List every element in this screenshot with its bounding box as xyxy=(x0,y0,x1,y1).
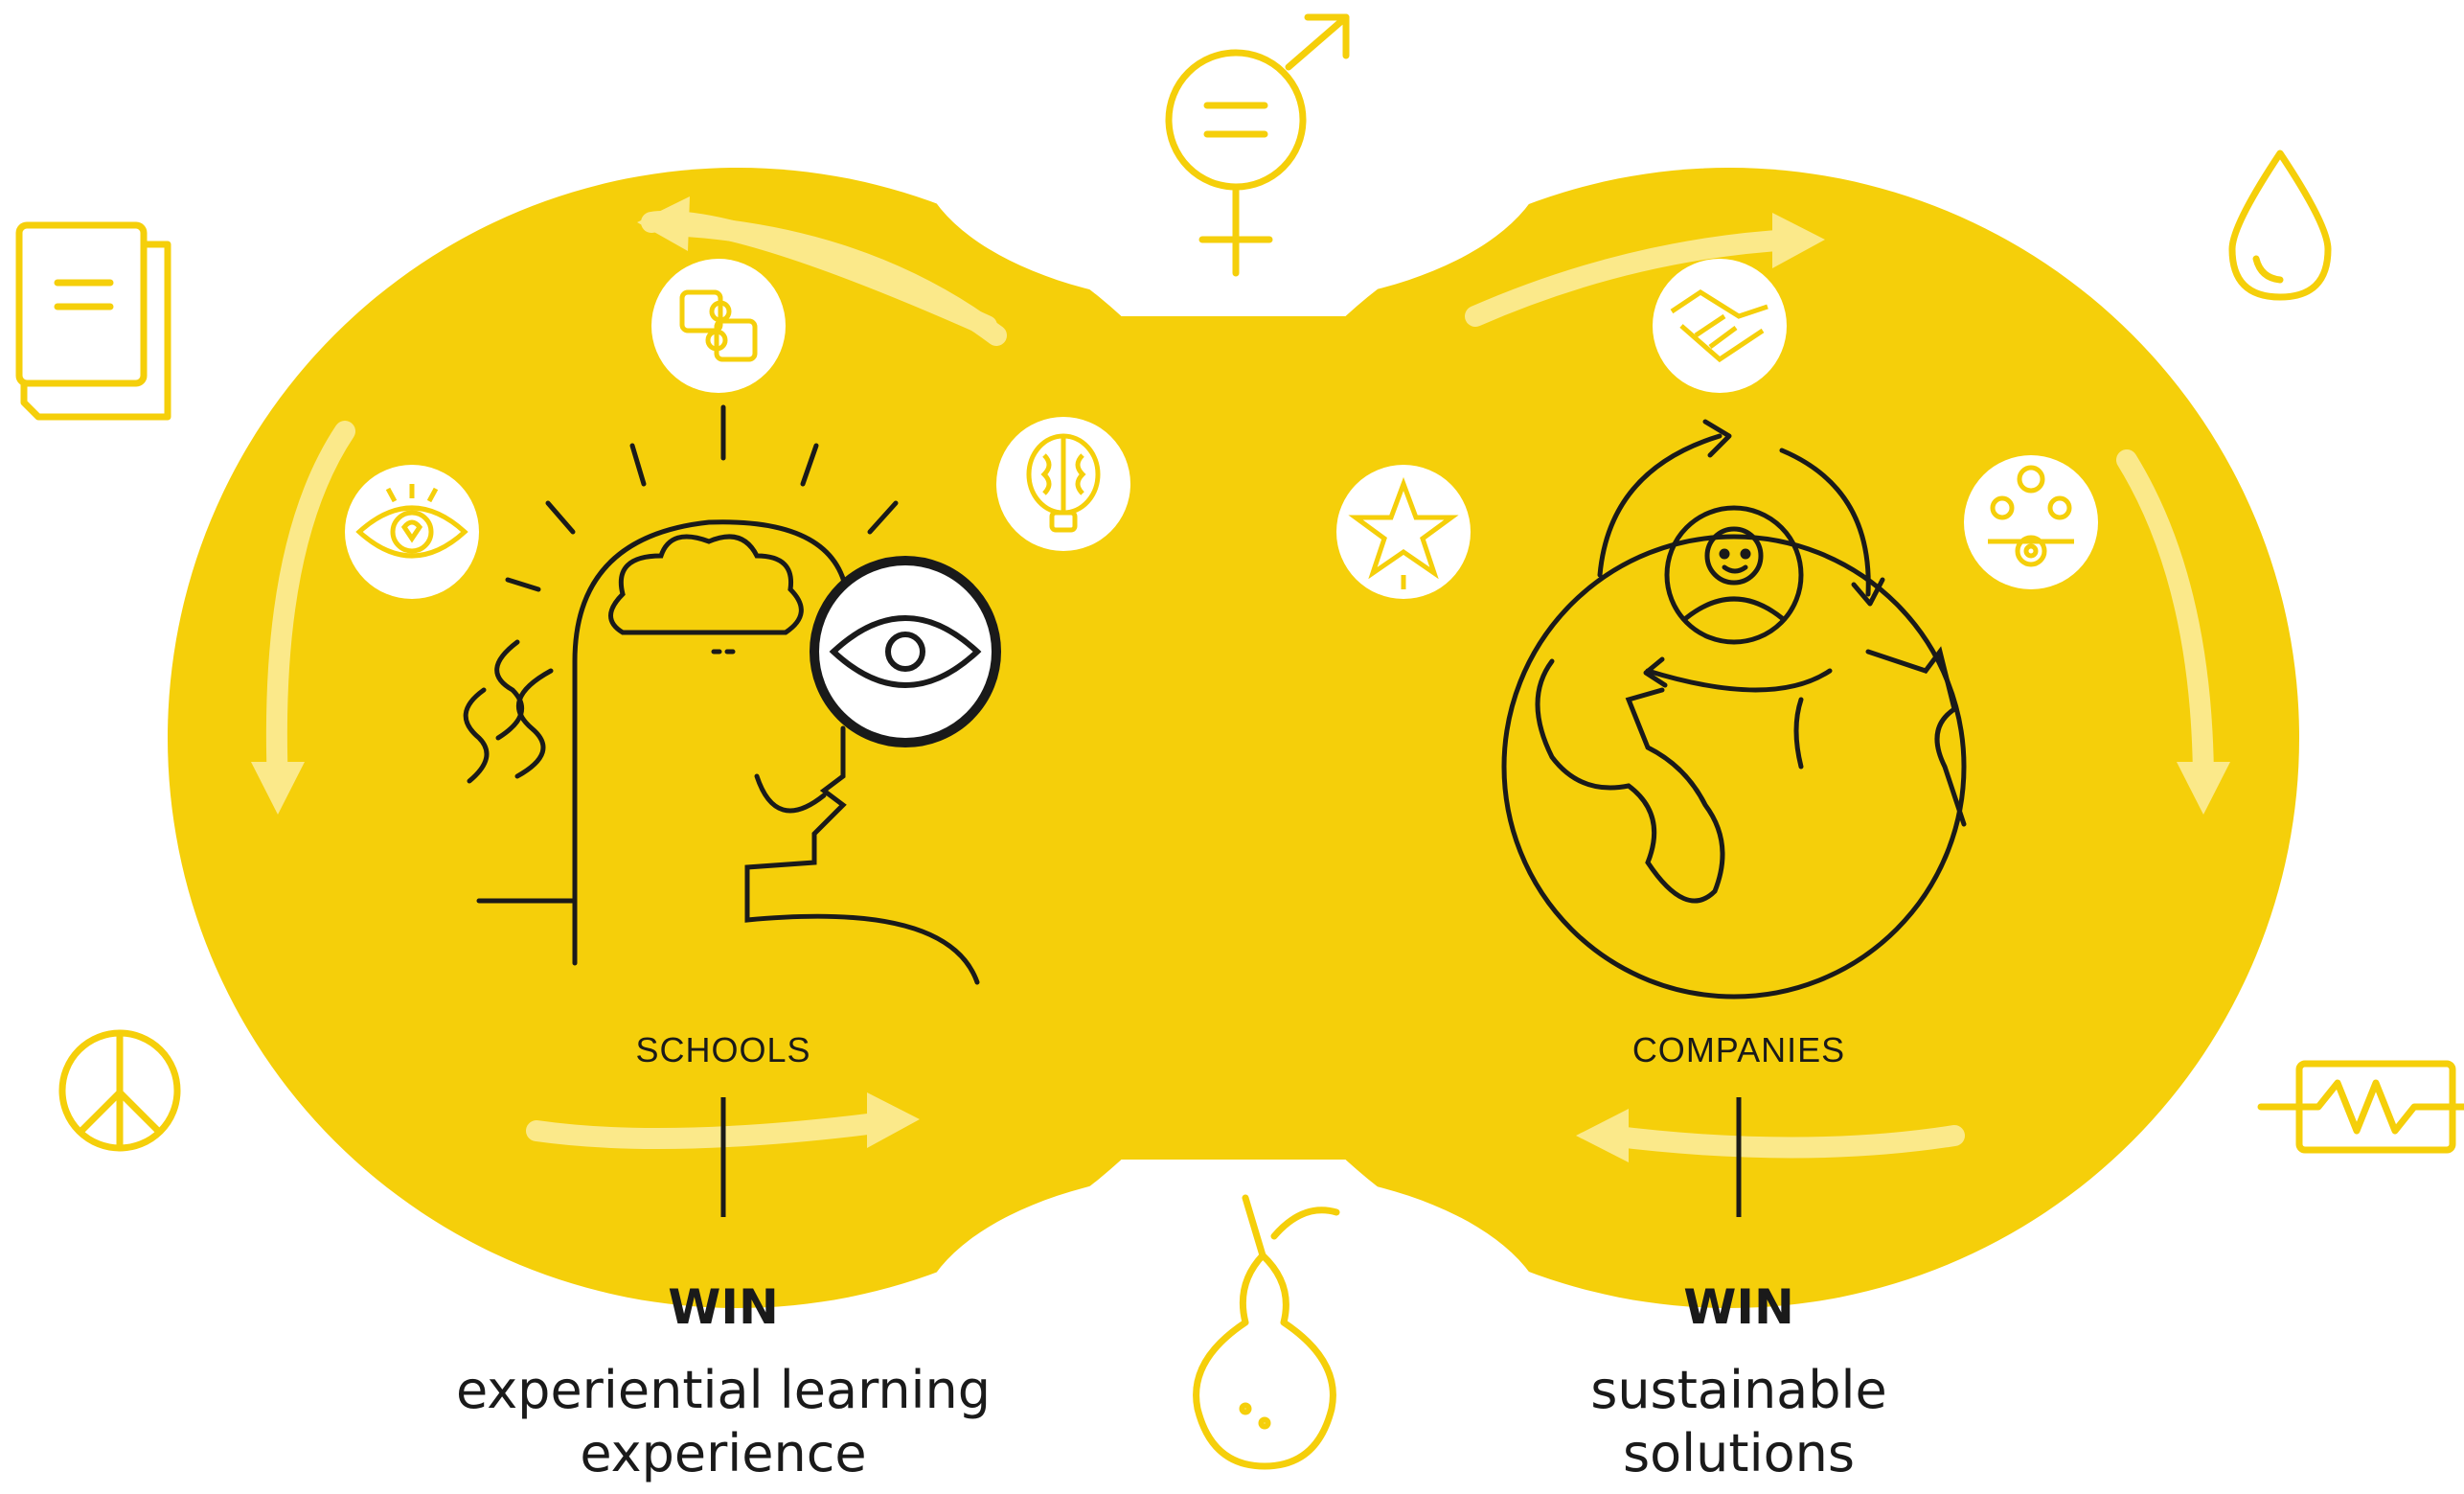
globe-person-cycle-icon xyxy=(1501,433,1967,1000)
team-target-icon xyxy=(1964,455,2098,589)
puzzle-icon xyxy=(651,259,786,393)
gender-equality-icon xyxy=(1165,13,1350,277)
cycle-arrow-heads xyxy=(1643,419,1885,688)
schools-win-heading: WIN xyxy=(668,1279,779,1335)
companies-desc-line2: solutions xyxy=(1623,1423,1855,1483)
book-icon xyxy=(15,221,171,421)
eye-heart-icon xyxy=(345,465,479,599)
companies-label: COMPANIES xyxy=(1631,1030,1846,1069)
peace-icon xyxy=(58,1029,181,1152)
schools-label: SCHOOLS xyxy=(635,1030,811,1069)
handshake-icon xyxy=(1653,259,1787,393)
brain-bulb-icon xyxy=(996,417,1130,551)
star-rocket-icon xyxy=(1336,465,1471,599)
companies-win-heading: WIN xyxy=(1683,1279,1794,1335)
companies-win-description: sustainable solutions xyxy=(1356,1359,2122,1485)
arrow-heads xyxy=(251,196,2230,1162)
head-magnifier-eye-icon xyxy=(463,404,1001,985)
heartbeat-icon xyxy=(2257,1060,2464,1154)
schools-win-description: experiential learning experience xyxy=(340,1359,1107,1485)
schools-desc-line2: experience xyxy=(580,1423,867,1483)
pear-icon xyxy=(1193,1194,1340,1470)
cycle-arrows xyxy=(265,210,2214,1159)
schools-desc-line1: experiential learning xyxy=(455,1360,992,1420)
connector-lines xyxy=(720,1097,1742,1217)
companies-desc-line1: sustainable xyxy=(1590,1360,1887,1420)
water-drop-icon xyxy=(2228,149,2332,301)
